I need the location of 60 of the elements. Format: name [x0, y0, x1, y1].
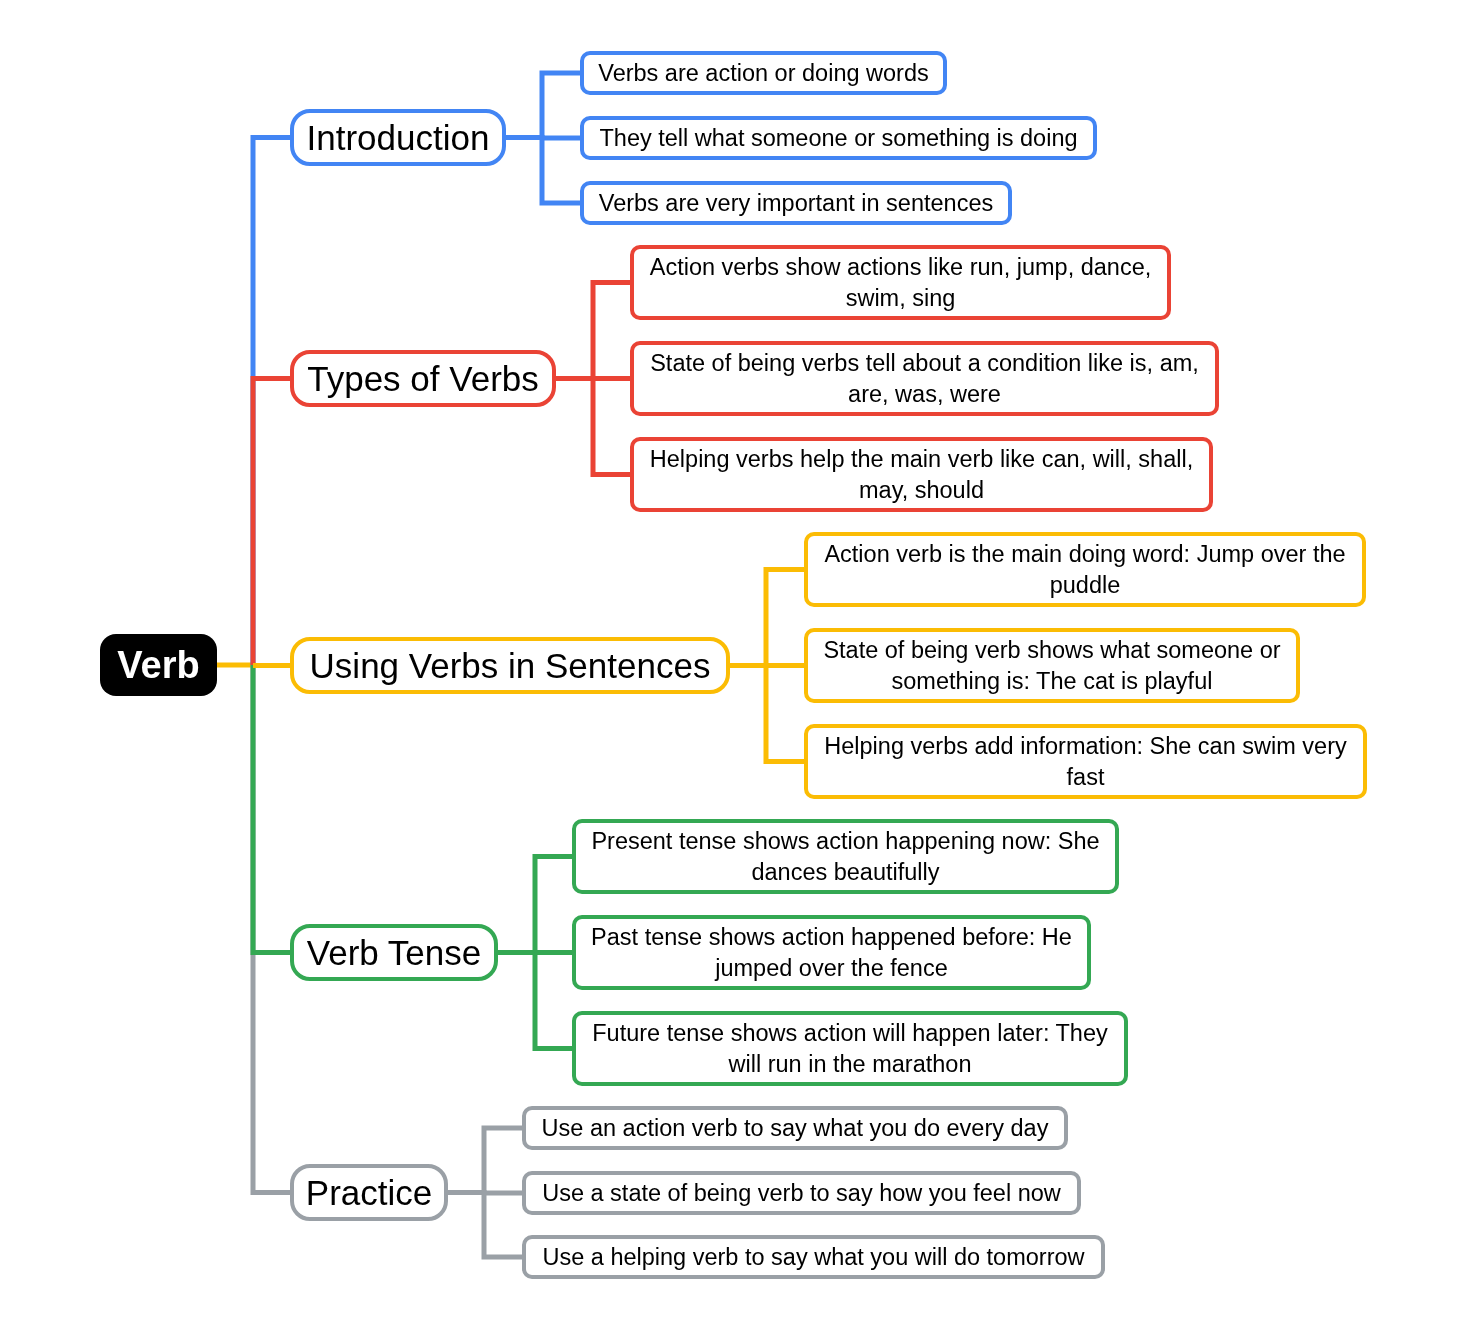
subtopic-box: [572, 915, 1091, 990]
subtopic-box: [522, 1235, 1105, 1279]
subtopic-box: [630, 245, 1171, 320]
subtopic-box: [572, 819, 1119, 894]
topic-box: [290, 924, 498, 981]
subtopic-box: [804, 628, 1300, 703]
connector-line: [593, 376, 630, 381]
subtopic-box: [804, 724, 1367, 799]
topic-box: [290, 1164, 448, 1221]
subtopic-text: Use an action verb to say what you do every day: [541, 1113, 1049, 1143]
connector-line: [766, 663, 804, 668]
subtopic-text: Use a helping verb to say what you will do tomorrow: [542, 1242, 1085, 1272]
topic-text: Practice: [305, 1172, 433, 1213]
subtopic-text: State of being verb shows what someone or something is: The cat is playful: [822, 635, 1282, 696]
connector-line: [532, 854, 572, 953]
connector-line: [532, 952, 572, 1051]
subtopic-box: [804, 532, 1366, 607]
connector-line: [542, 135, 580, 141]
subtopic-box: [580, 116, 1097, 160]
topic-text: Types of Verbs: [307, 358, 539, 399]
subtopic-box: [522, 1106, 1068, 1150]
subtopic-box: [630, 341, 1219, 416]
subtopic-box: [522, 1171, 1081, 1215]
subtopic-box: [630, 437, 1213, 512]
connector-line: [481, 1192, 522, 1260]
topic-text: Using Verbs in Sentences: [309, 645, 711, 686]
subtopic-text: State of being verbs tell about a condition like is, am, are, was, were: [649, 348, 1200, 409]
subtopic-text: They tell what someone or something is doing: [599, 123, 1078, 153]
subtopic-text: Action verbs show actions like run, jump, dance, swim, sing: [648, 252, 1153, 313]
connector-line: [481, 1125, 522, 1193]
topic-text: Verb Tense: [306, 932, 482, 973]
connector-line: [535, 950, 572, 955]
subtopic-box: [580, 51, 947, 95]
subtopic-box: [572, 1011, 1128, 1086]
connector-line: [539, 137, 580, 206]
subtopic-text: Helping verbs help the main verb like can, will, shall, may, should: [648, 444, 1195, 505]
root-topic-text: Verb: [117, 643, 200, 687]
connector-line: [253, 663, 290, 668]
connector-line: [763, 665, 804, 764]
subtopic-text: Present tense shows action happening now: She dances beautifully: [590, 826, 1101, 887]
subtopic-text: Verbs are action or doing words: [598, 58, 929, 88]
topic-box: [290, 109, 506, 166]
connector-line: [590, 378, 630, 477]
topic-text: Introduction: [306, 117, 490, 158]
connector-line: [539, 70, 580, 138]
subtopic-text: Use a state of being verb to say how you feel now: [542, 1178, 1061, 1208]
topic-box: [290, 637, 730, 694]
subtopic-box: [580, 181, 1012, 225]
subtopic-text: Helping verbs add information: She can swim very fast: [823, 731, 1348, 792]
connector-line: [250, 665, 290, 955]
connector-line: [590, 280, 630, 379]
subtopic-text: Future tense shows action will happen later: They will run in the marathon: [591, 1018, 1109, 1079]
subtopic-text: Verbs are very important in sentences: [598, 188, 994, 218]
subtopic-text: Past tense shows action happened before: He jumped over the fence: [590, 922, 1073, 983]
connector-line: [484, 1190, 522, 1196]
topic-box: [290, 350, 556, 407]
subtopic-text: Action verb is the main doing word: Jump over the puddle: [823, 539, 1347, 600]
connector-line: [250, 376, 290, 665]
connector-line: [763, 567, 804, 666]
root-topic-box: [100, 634, 217, 696]
